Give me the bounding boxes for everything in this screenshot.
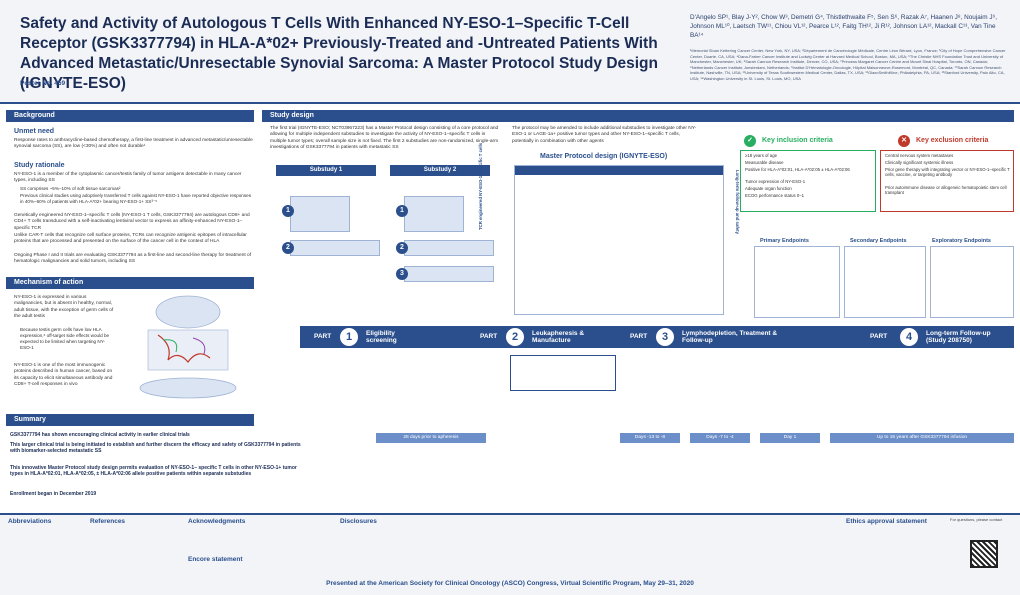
presented-at: Presented at the American Society for Cl… <box>326 580 694 587</box>
manufacturing-box <box>510 355 616 391</box>
rationale-p2: Genetically engineered NY-ESO-1–specific… <box>14 213 250 231</box>
secondary-endpoints-title: Secondary Endpoints <box>850 238 907 244</box>
encore-title: Encore statement <box>188 556 243 563</box>
qr-code-icon[interactable] <box>970 540 998 568</box>
summary-header: Summary <box>6 414 254 426</box>
inclusion-5: Adequate organ function <box>745 186 792 191</box>
primary-endpoints-title: Primary Endpoints <box>760 238 809 244</box>
mechanism-b1: Because testis germ cells have low HLA e… <box>20 327 110 350</box>
summary-item-2: This larger clinical trial is being init… <box>10 442 301 455</box>
secondary-endpoints-box <box>844 246 926 318</box>
exploratory-endpoints-box <box>930 246 1014 318</box>
affiliations: ¹Memorial Sloan Kettering Cancer Center,… <box>690 48 1006 81</box>
rationale-p1: NY-ESO-1 is a member of the cytoplasmic … <box>14 172 242 184</box>
exclusion-4: Prior autoimmune disease or allogeneic h… <box>885 185 1007 196</box>
poster-title: Safety and Activity of Autologous T Cell… <box>20 15 658 92</box>
summary-item-1: GSK3377794 has shown encouraging clinica… <box>10 432 190 438</box>
substudy-1-allele-box <box>290 196 350 232</box>
study-intro-2: The protocol may be amended to include a… <box>512 126 697 144</box>
mechanism-header: Mechanism of action <box>6 277 254 289</box>
timeline-bar-2: Days -13 to -8 <box>620 433 680 443</box>
disclosures-title: Disclosures <box>340 518 377 525</box>
substudy-2-allele-box <box>404 196 464 232</box>
step-3-icon: 3 <box>396 268 408 280</box>
background-header: Background <box>6 110 254 122</box>
part-2-name: Leukapheresis & Manufacture <box>532 330 585 344</box>
part-3-bar: PART 3 Lymphodepletion, Treatment & Foll… <box>620 326 860 348</box>
inclusion-2: Measurable disease <box>745 160 784 165</box>
part-1-name: Eligibility screening <box>366 330 397 344</box>
study-intro-1: The first trial (IGNYTE-ESO; NCT03967223… <box>270 126 499 150</box>
part-3-name: Lymphodepletion, Treatment & Follow-up <box>682 330 778 344</box>
inclusion-4: Tumor expression of NY-ESO-1 <box>745 179 806 184</box>
references-title: References <box>90 518 126 525</box>
key-exclusion-title: Key exclusion criteria <box>916 137 989 144</box>
substudy-2-header: Substudy 2 <box>390 165 490 176</box>
inclusion-box: ≥18 years of age Measurable disease Posi… <box>740 150 876 212</box>
questions-label: For questions, please contact <box>950 517 1003 522</box>
part-1-number: 1 <box>340 328 358 346</box>
exclusion-box: Central nervous system metastases Clinic… <box>880 150 1014 212</box>
part-4-bar: PART 4 Long-term Follow-up (Study 208750… <box>860 326 1014 348</box>
step-1b-icon: 1 <box>396 205 408 217</box>
acknowledgments-title: Acknowledgments <box>188 518 246 525</box>
part-4-number: 4 <box>900 328 918 346</box>
timeline-bar-3: Days -7 to -4 <box>690 433 750 443</box>
study-design-header: Study design <box>262 110 1014 122</box>
part-2-bar: PART 2 Leukapheresis & Manufacture <box>470 326 620 348</box>
abbreviations-title: Abbreviations <box>8 518 52 525</box>
mechanism-figure <box>118 290 254 400</box>
rationale-p4: Ongoing Phase I and II trials are evalua… <box>14 253 252 265</box>
substudy-2-ss-box <box>404 240 494 256</box>
step-2b-icon: 2 <box>396 242 408 254</box>
mechanism-p2: NY-ESO-1 is one of the most immunogenic … <box>14 363 113 387</box>
timeline-bar-4: Day 1 <box>760 433 820 443</box>
poster-number: Poster No. 459 <box>20 80 66 87</box>
rationale-title: Study rationale <box>14 162 65 169</box>
part-1-bar: PART 1 Eligibility screening <box>300 326 470 348</box>
exclusion-2: Clinically significant systemic illness <box>885 160 954 165</box>
exclusion-1: Central nervous system metastases <box>885 153 954 158</box>
exploratory-endpoints-title: Exploratory Endpoints <box>932 238 991 244</box>
cross-icon: ✕ <box>898 135 910 147</box>
part-3-number: 3 <box>656 328 674 346</box>
key-inclusion-title: Key inclusion criteria <box>762 137 833 144</box>
substudy-1-ss-box <box>290 240 380 256</box>
checkmark-icon: ✓ <box>744 135 756 147</box>
ethics-title: Ethics approval statement <box>846 518 927 525</box>
inclusion-3: Positive for HLA-A*02:01, HLA-A*02:05 ± … <box>745 167 850 172</box>
header-banner <box>0 0 1020 104</box>
master-protocol-title: Master Protocol design (IGNYTE-ESO) <box>540 153 668 160</box>
master-protocol-table <box>514 165 724 315</box>
part-2-number: 2 <box>506 328 524 346</box>
tcr-vertical-label: TCR engineered NY-ESO-1–specific T cells <box>478 142 483 230</box>
substudy-1-header: Substudy 1 <box>276 165 376 176</box>
part-4-name: Long-term Follow-up (Study 208750) <box>926 330 991 344</box>
unmet-need-text: Response rates to anthracycline-based ch… <box>14 138 253 150</box>
mechanism-p1: NY-ESO-1 is expressed in various maligna… <box>14 295 114 319</box>
timeline-bar-1: 28 days prior to apheresis <box>376 433 486 443</box>
exclusion-3: Prior gene therapy with integrating vect… <box>885 167 1010 178</box>
substudy-2-chemo-box <box>404 266 494 282</box>
rationale-b2: Previous clinical studies using adoptive… <box>20 193 251 204</box>
inclusion-6: ECOG performance status 0–1 <box>745 193 804 198</box>
timeline-bar-5: Up to 15 years after GSK3377794 infusion <box>830 433 1014 443</box>
step-2-icon: 2 <box>282 242 294 254</box>
inclusion-1: ≥18 years of age <box>745 153 777 158</box>
author-list: D'Angelo SP¹, Blay J-Y², Chow W³, Demetr… <box>690 14 998 39</box>
summary-item-3: This innovative Master Protocol study de… <box>10 465 297 478</box>
step-1-icon: 1 <box>282 205 294 217</box>
footer <box>0 513 1020 595</box>
summary-item-4: Enrollment began in December 2019 <box>10 491 97 497</box>
unmet-need-title: Unmet need <box>14 128 55 135</box>
primary-endpoints-box <box>754 246 840 318</box>
rationale-p3: Unlike CAR-T cells that recognize cell s… <box>14 233 247 245</box>
rationale-b1: SS comprises ~5%–10% of soft tissue sarc… <box>20 186 121 191</box>
